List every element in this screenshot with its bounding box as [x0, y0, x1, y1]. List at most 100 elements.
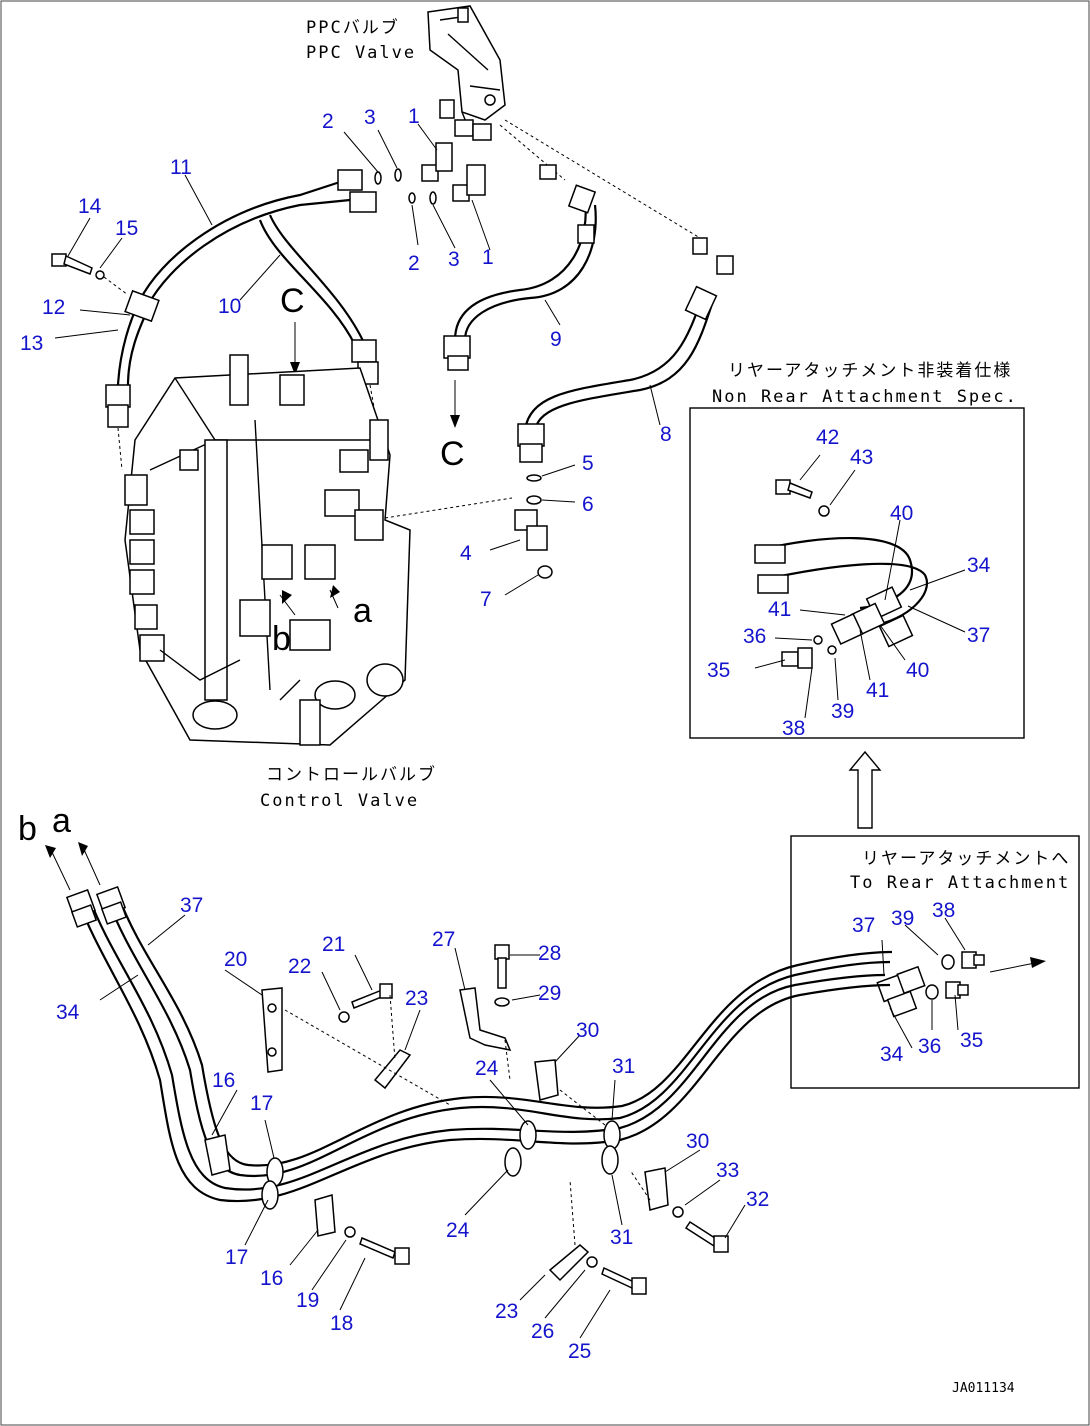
port-a-valve-label: a	[353, 592, 372, 630]
oring-6	[526, 495, 542, 505]
number-leaders	[54, 123, 966, 1339]
part-number: 6	[582, 493, 594, 516]
bottom-leaders	[284, 994, 651, 1246]
part-number: 23	[405, 987, 428, 1010]
ppc-leader-right	[504, 119, 701, 239]
oring-3a	[394, 168, 402, 182]
washer-33	[672, 1206, 684, 1218]
hose-11-a	[139, 180, 341, 301]
part-number: 3	[448, 248, 460, 271]
hose-9-top-fitting	[567, 184, 597, 214]
part-number: 4	[460, 542, 472, 565]
washer-26	[586, 1256, 598, 1268]
part-number: 35	[960, 1029, 983, 1052]
part-number: 34	[56, 1001, 80, 1024]
part-number: 13	[20, 332, 43, 355]
part-number: 11	[170, 156, 192, 179]
ppc-leader-mid	[499, 124, 566, 181]
washer-15	[95, 270, 105, 280]
bracket-20	[261, 987, 283, 1073]
to-rear-arrow-head	[1030, 957, 1046, 968]
clamp-16-bottom	[314, 1194, 336, 1237]
hose-8-a	[523, 289, 707, 431]
part-number: 17	[250, 1092, 273, 1115]
part-number: 24	[475, 1057, 499, 1080]
part-number: 12	[42, 296, 65, 319]
arrow-c-top-head	[290, 362, 300, 375]
elbow-fitting-1a	[421, 142, 453, 182]
fitting-top-right	[692, 237, 708, 255]
hose-9-bottom-nut	[447, 355, 469, 371]
oring-2a	[374, 171, 382, 185]
hose-9-b	[463, 204, 597, 341]
hose-9-bottom-fitting	[443, 335, 471, 359]
part-number: 25	[568, 1340, 591, 1363]
to-rear-en-label: To Rear Attachment	[850, 873, 1070, 893]
port-b-out-label: b	[18, 810, 37, 848]
washer-29	[494, 997, 510, 1007]
non-rear-en-label: Non Rear Attachment Spec.	[712, 387, 1018, 407]
hose-10-end	[349, 191, 377, 213]
to-rear-fittings	[876, 951, 985, 1018]
arrow-b-valve-head	[282, 590, 292, 604]
hoses-34-37	[65, 885, 893, 1203]
ppc-valve-en-label: PPC Valve	[306, 43, 416, 63]
part-number: 7	[480, 588, 492, 611]
part-number: 30	[576, 1019, 599, 1042]
arrow-c-bottom-head	[450, 415, 460, 428]
hose-9-nut	[577, 224, 595, 244]
bolt-18	[359, 1236, 410, 1265]
drawing-id: JA011134	[952, 1381, 1015, 1396]
part-number: 2	[322, 110, 334, 133]
elbow-4-leader	[384, 497, 513, 519]
clamp-23-bottom	[548, 1244, 590, 1282]
part-number: 28	[538, 942, 561, 965]
part-number: 1	[408, 105, 420, 128]
hose-10-fitting	[351, 339, 377, 363]
elbow-fitting-1b	[452, 164, 486, 202]
part-number: 31	[612, 1055, 635, 1078]
part-number: 34	[880, 1043, 904, 1066]
part-number: 15	[115, 217, 138, 240]
part-number: 31	[610, 1226, 633, 1249]
ppc-valve	[427, 5, 506, 141]
part-number: 36	[743, 625, 766, 648]
part-number: 36	[918, 1035, 941, 1058]
part-number: 16	[260, 1267, 283, 1290]
part-number: 37	[180, 894, 203, 917]
arrow-a-out-head	[78, 842, 88, 856]
part-number: 42	[816, 426, 839, 449]
part-number: 40	[906, 659, 929, 682]
port-b-valve-label: b	[272, 620, 291, 658]
part-number: 18	[330, 1312, 353, 1335]
part-number: 43	[850, 446, 873, 469]
non-rear-box	[689, 407, 1025, 739]
hose-11-end	[337, 169, 363, 191]
part-number: 41	[768, 598, 791, 621]
part-number: 10	[218, 295, 241, 318]
oring-7	[537, 565, 553, 579]
bracket-27	[459, 987, 512, 1052]
hose-8-b	[533, 294, 717, 431]
oring-2b	[408, 192, 416, 204]
part-number: 32	[746, 1188, 769, 1211]
part-number-labels: 1 1 2 2 3 3 4 5 6 7 8 9 10 11 12 13 14 1…	[20, 105, 991, 1363]
bolt-14	[51, 253, 93, 275]
washer-19	[344, 1226, 356, 1238]
port-c-bottom-label: C	[440, 435, 465, 473]
part-number: 5	[582, 452, 594, 475]
oring-3b	[429, 191, 437, 205]
clamp-16-top	[204, 1134, 231, 1176]
hose-11-leader	[117, 427, 123, 471]
arrow-a-out-line	[81, 844, 101, 886]
part-number: 8	[660, 423, 672, 446]
clamp-30-bottom	[644, 1167, 669, 1211]
part-number: 21	[322, 933, 345, 956]
part-number: 39	[831, 700, 854, 723]
port-c-top-label: C	[280, 282, 305, 320]
clamp-12	[124, 289, 160, 323]
part-number: 20	[224, 948, 247, 971]
ppc-valve-jp-label: PPCバルブ	[306, 17, 400, 38]
oring-5	[526, 474, 542, 482]
